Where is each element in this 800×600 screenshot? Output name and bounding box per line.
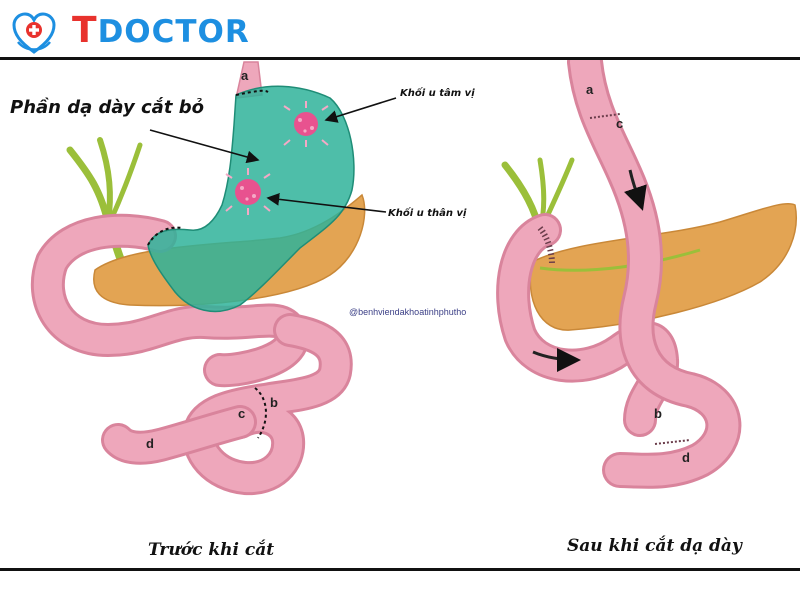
removed-part-label: Phần dạ dày cắt bỏ [10,97,204,118]
brand-prefix: T [72,10,98,51]
segment-a: a [241,68,249,83]
brand-logo: TDOCTOR [72,13,250,50]
caption-after: Sau khi cắt dạ dày [567,536,742,556]
header: TDOCTOR [0,0,800,58]
tumor-cardia-label: Khối u tâm vị [400,88,475,99]
segment-b: b [270,395,278,410]
segment-c: c [238,406,245,421]
tumor-icon [283,101,329,147]
tumor-icon [225,168,271,215]
segment-b-after: b [654,406,662,421]
after-diagram: a c b d [496,60,797,489]
tumor-body-label: Khối u thân vị [388,208,467,219]
bottom-divider [0,568,800,571]
illustration: a b c d a c b d [30,60,797,496]
before-diagram: a b c d [30,61,397,496]
segment-c-after: c [616,116,623,131]
flow-arrow-icon [623,169,647,211]
watermark: @benhviendakhoatinhphutho [349,307,467,317]
segment-d: d [146,436,154,451]
flow-arrow-icon [532,347,581,372]
brand-rest: DOCTOR [97,14,250,50]
caption-before: Trước khi cắt [148,540,275,560]
segment-d-after: d [682,450,690,465]
logo-heart-icon [12,12,56,54]
segment-a-after: a [586,82,594,97]
top-divider [0,57,800,60]
